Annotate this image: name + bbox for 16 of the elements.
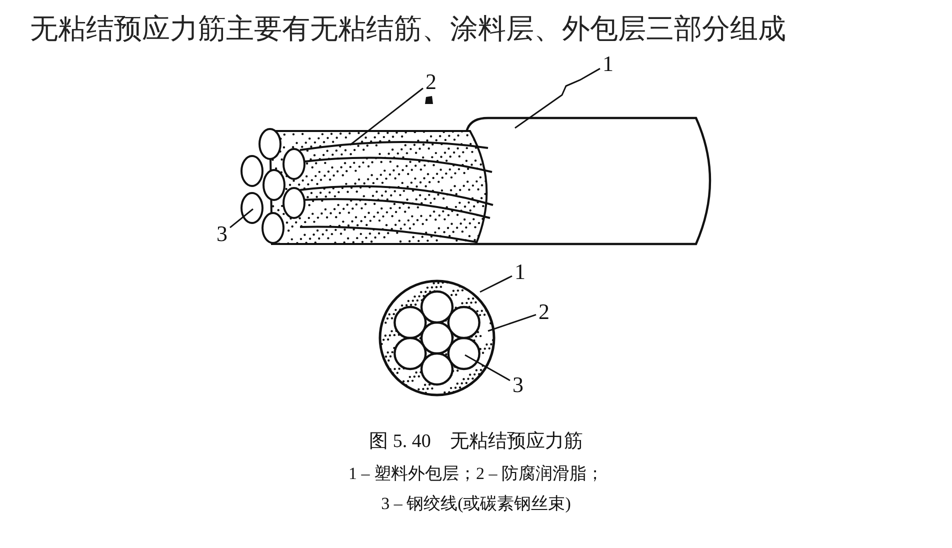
leader-line xyxy=(488,314,536,332)
callout-number: 2 xyxy=(536,300,552,324)
leader-line xyxy=(350,88,424,146)
callout-number: 3 xyxy=(510,373,526,397)
figure-caption: 图 5. 40 无粘结预应力筋 xyxy=(369,430,583,454)
callout-number: 1 xyxy=(600,52,616,76)
heading: 无粘结预应力筋主要有无粘结筋、涂料层、外包层三部分组成 xyxy=(30,11,786,47)
leader-line xyxy=(464,354,510,382)
callout-number: 2 xyxy=(423,70,439,94)
callout-number: 1 xyxy=(512,260,528,284)
legend-note: 1 – 塑料外包层；2 – 防腐润滑脂； xyxy=(348,463,604,485)
legend-note: 3 – 钢绞线(或碳素钢丝束) xyxy=(381,493,571,515)
leader-line xyxy=(514,68,600,129)
leader-line xyxy=(230,208,254,228)
callout-number: 3 xyxy=(214,222,230,246)
leader-line xyxy=(480,275,512,293)
